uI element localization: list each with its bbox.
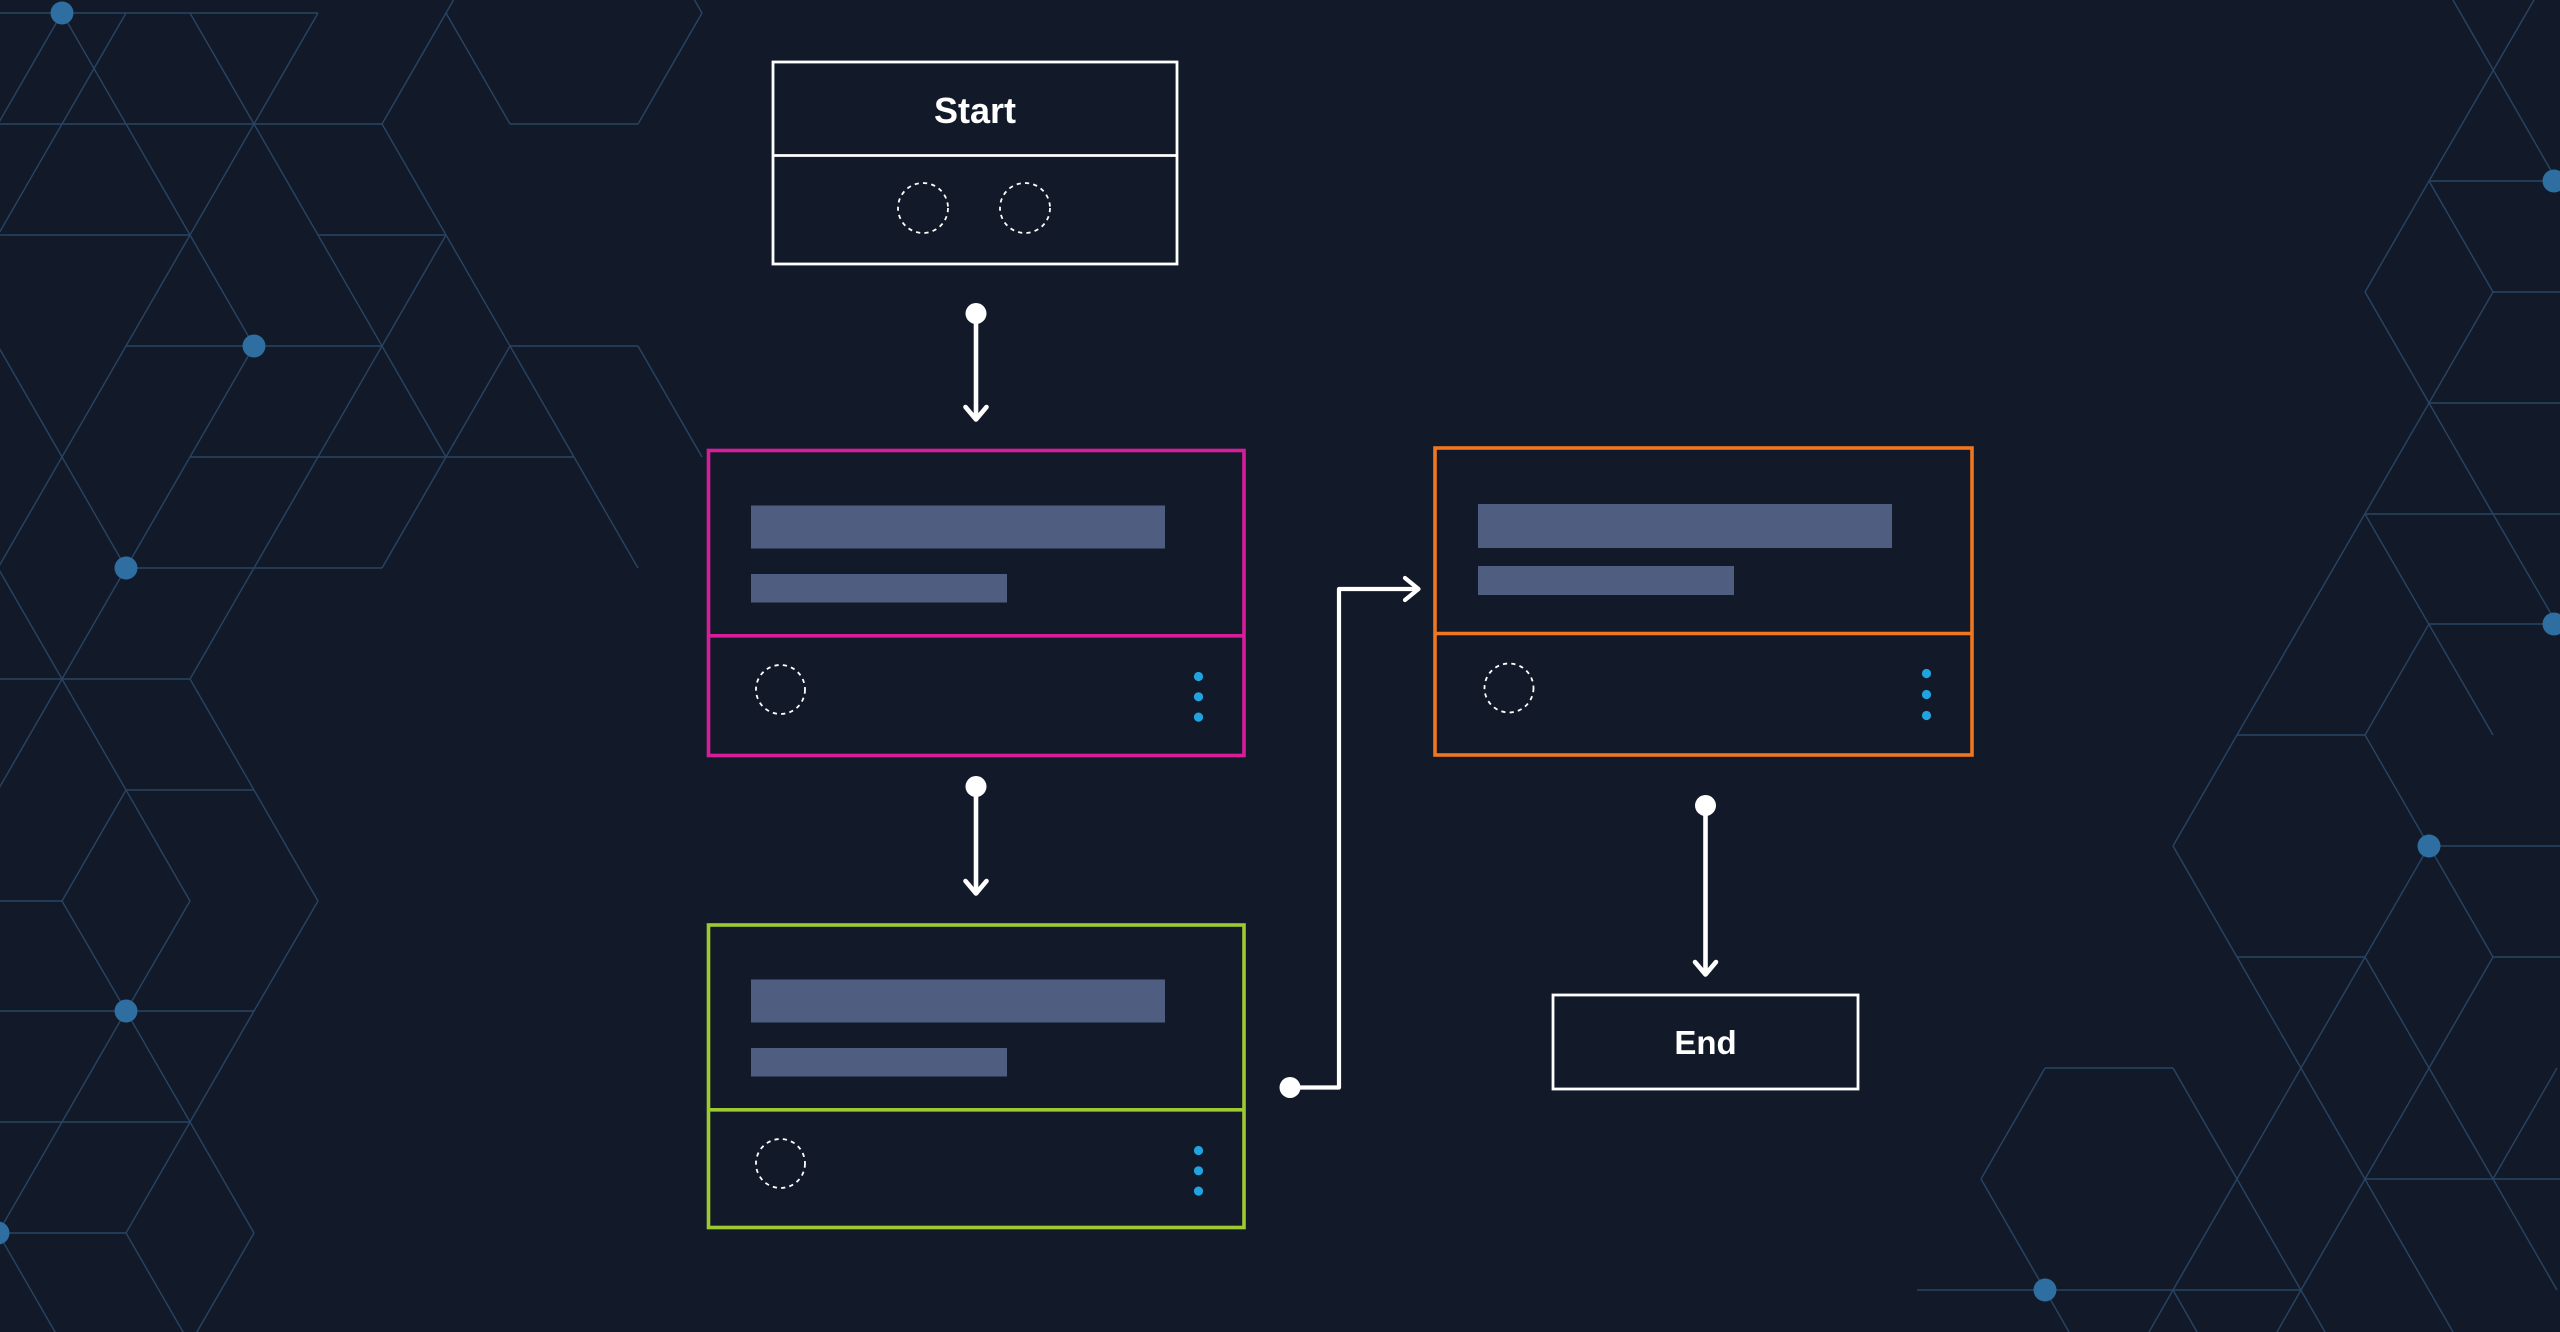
svg-text:Start: Start	[934, 90, 1016, 131]
svg-text:End: End	[1674, 1024, 1736, 1061]
